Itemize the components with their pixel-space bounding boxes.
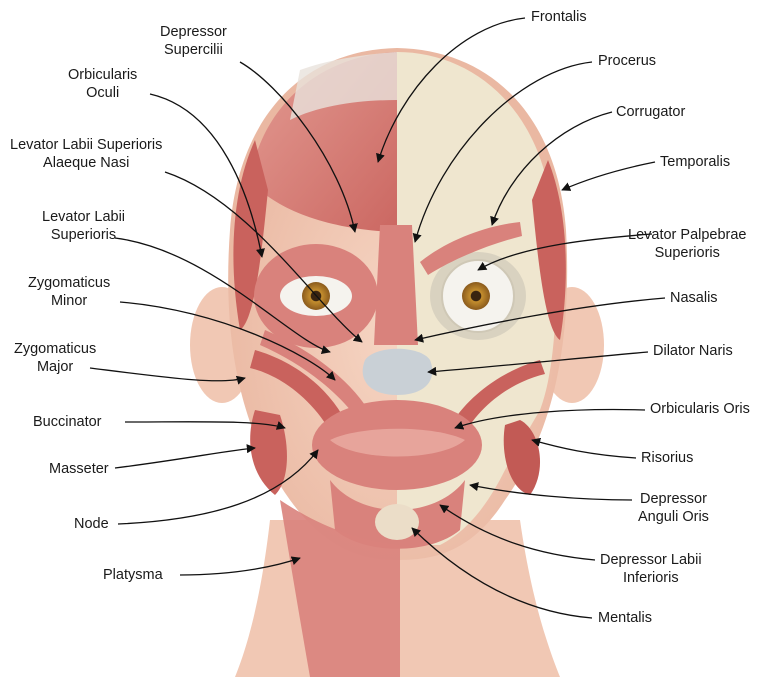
leader-masseter bbox=[115, 448, 255, 468]
label-depressor-supercilii: Depressor Supercilii bbox=[160, 23, 227, 59]
label-masseter: Masseter bbox=[49, 460, 109, 478]
label-dilator-naris: Dilator Naris bbox=[653, 342, 733, 360]
right-eye-iris bbox=[462, 282, 490, 310]
leader-temporalis bbox=[562, 162, 655, 190]
label-depressor-labii: Depressor Labii Inferioris bbox=[600, 551, 702, 587]
label-mentalis: Mentalis bbox=[598, 609, 652, 627]
label-corrugator: Corrugator bbox=[616, 103, 685, 121]
label-platysma: Platysma bbox=[103, 566, 163, 584]
label-frontalis: Frontalis bbox=[531, 8, 587, 26]
label-temporalis: Temporalis bbox=[660, 153, 730, 171]
label-buccinator: Buccinator bbox=[33, 413, 102, 431]
label-levator-palpebrae: Levator Palpebrae Superioris bbox=[628, 226, 747, 262]
label-zygomaticus-major: Zygomaticus Major bbox=[14, 340, 96, 376]
label-risorius: Risorius bbox=[641, 449, 693, 467]
label-depressor-anguli: Depressor Anguli Oris bbox=[638, 490, 709, 526]
label-levator-labii: Levator Labii Superioris bbox=[42, 208, 125, 244]
leader-risorius bbox=[532, 440, 636, 458]
label-levator-labii-alaeque: Levator Labii Superioris Alaeque Nasi bbox=[10, 136, 162, 172]
label-nasalis: Nasalis bbox=[670, 289, 718, 307]
label-node: Node bbox=[74, 515, 109, 533]
label-zygomaticus-minor: Zygomaticus Minor bbox=[28, 274, 110, 310]
label-orbicularis-oris: Orbicularis Oris bbox=[650, 400, 750, 418]
label-procerus: Procerus bbox=[598, 52, 656, 70]
label-orbicularis-oculi: Orbicularis Oculi bbox=[68, 66, 137, 102]
